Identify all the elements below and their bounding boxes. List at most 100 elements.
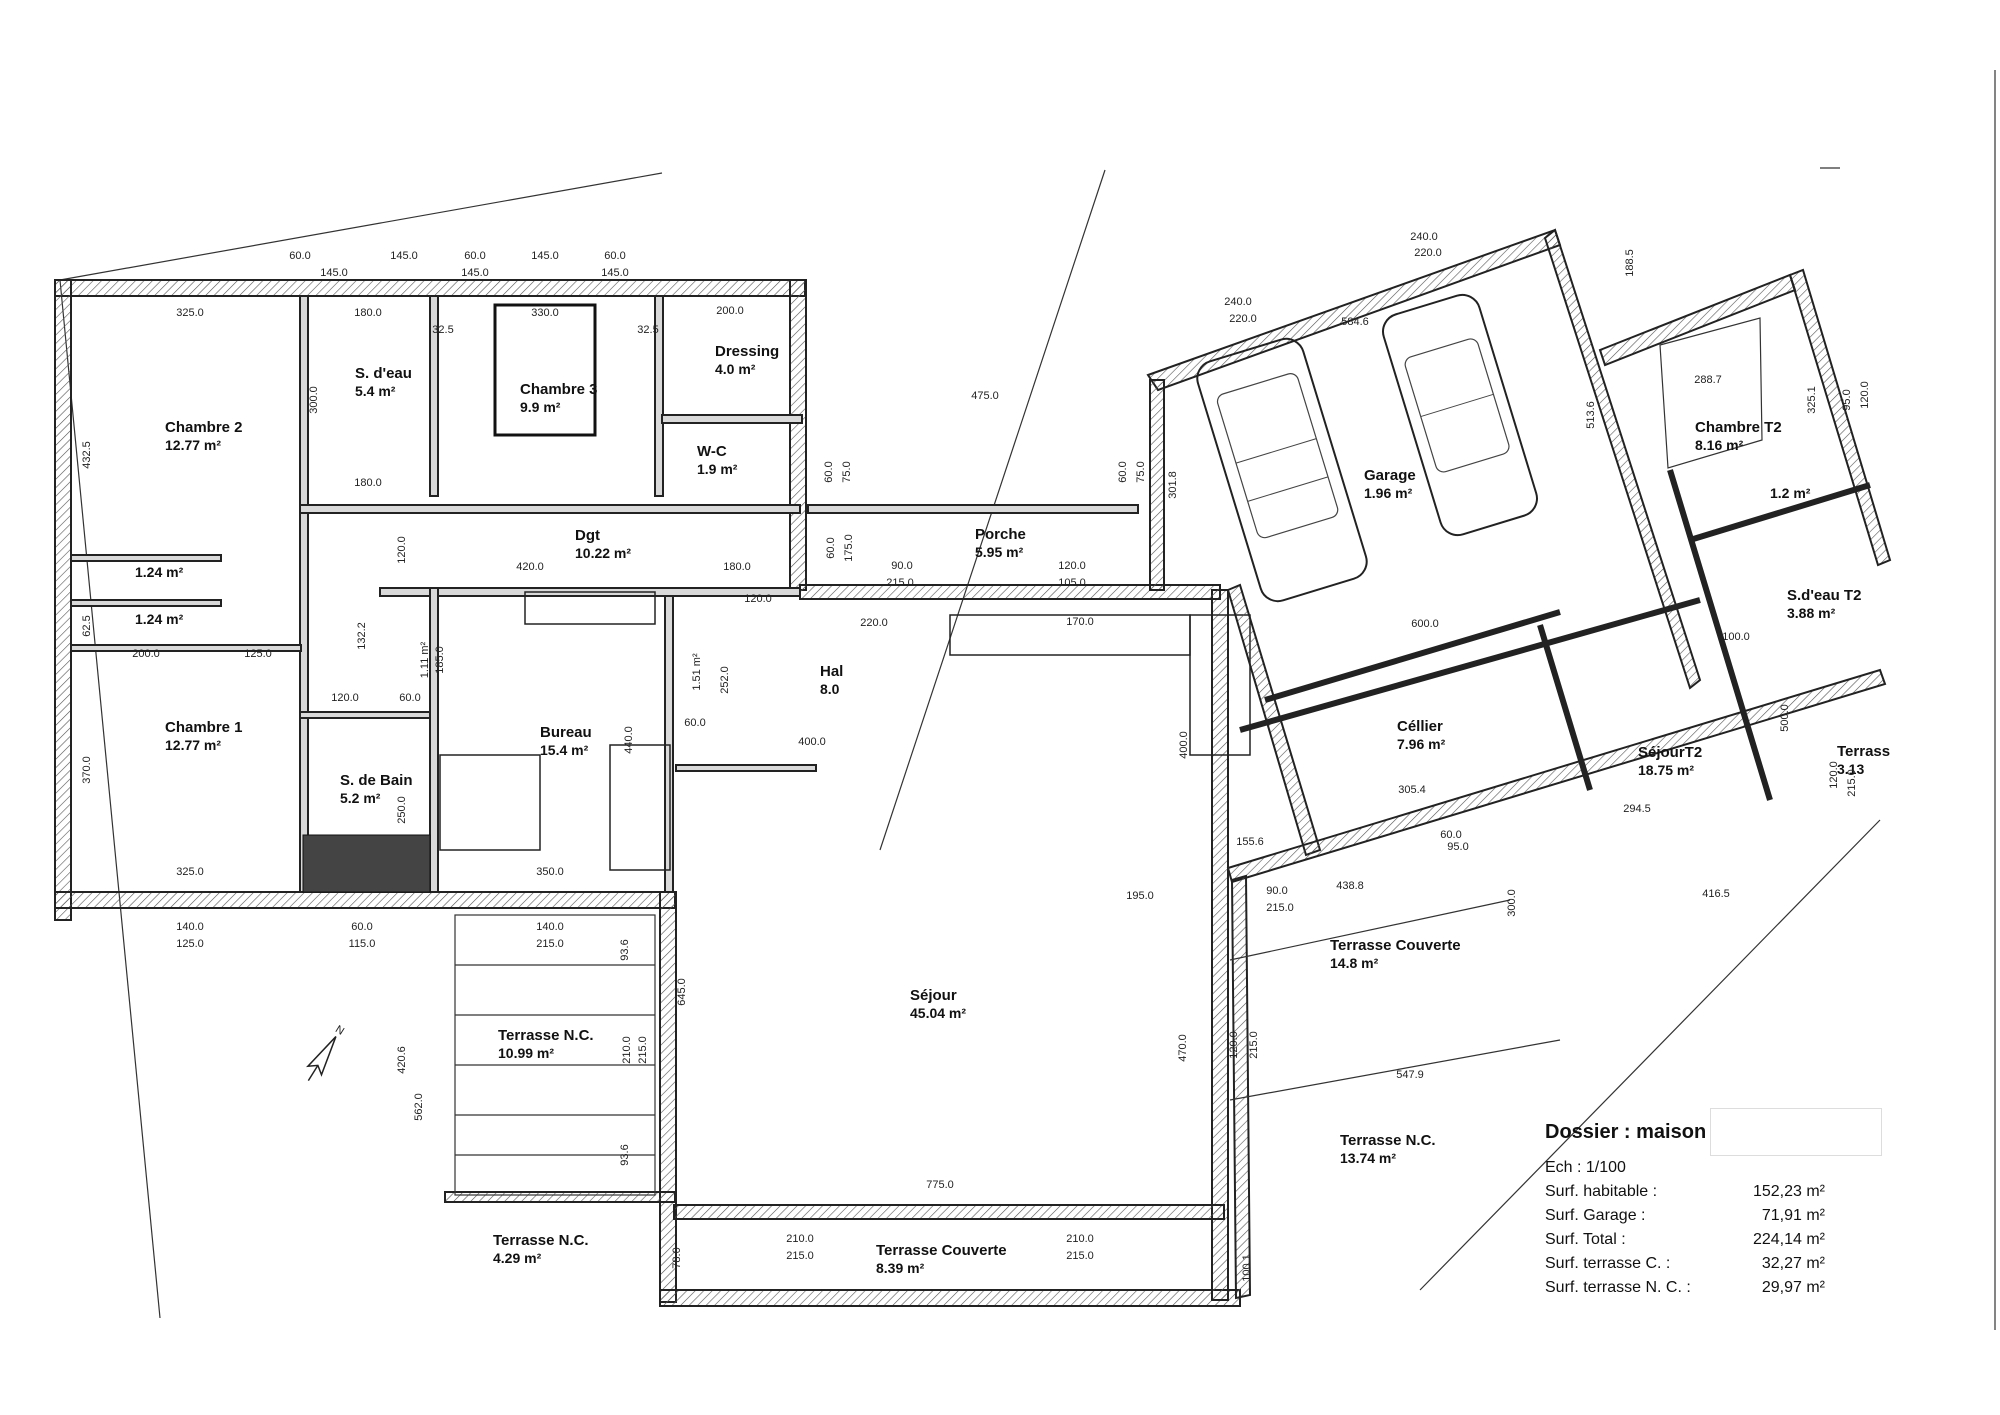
surface-key: Surf. terrasse N. C. : [1545,1279,1691,1296]
vertical-dimension-label: 370.0 [81,756,93,784]
dimension-label: 180.0 [354,307,382,319]
vertical-dimension-label: 75.0 [1135,461,1147,482]
dimension-label: 32.5 [432,324,453,336]
dimension-label: 210.0 [786,1233,814,1245]
room-name-chambre3: Chambre 3 [520,381,598,398]
bureau-desk [439,754,541,851]
room-area-chambre3: 9.9 m² [520,399,561,415]
dimension-label: 90.0 [891,560,912,572]
surface-row: Surf. habitable :152,23 m² [1545,1180,1885,1204]
dimension-label: 600.0 [1411,618,1439,630]
dimension-label: 416.5 [1702,888,1730,900]
room-area-dressing: 4.0 m² [715,361,756,377]
dimension-label: 60.0 [399,692,420,704]
vertical-dimension-label: 440.0 [623,726,635,754]
dimension-label: 305.4 [1398,784,1426,796]
surface-value: 152,23 m² [1752,1183,1825,1200]
vertical-dimension-label: 75.0 [841,461,853,482]
surface-key: Surf. terrasse C. : [1545,1255,1671,1272]
room-area-sdeau: 5.4 m² [355,383,396,399]
room-area-terrasse_nc1: 10.99 m² [498,1045,554,1061]
car-2 [1382,293,1538,537]
vertical-dimension-label: 400.0 [1178,731,1190,759]
dimension-label: 215.0 [1266,902,1294,914]
dimension-label: 195.0 [1126,890,1154,902]
scale-text: Ech : 1/100 [1545,1159,1626,1176]
dimension-label: 90.0 [1266,885,1287,897]
dimension-label: 330.0 [531,307,559,319]
dimension-label: 120.0 [744,593,772,605]
left-wing-walls [54,279,1241,1307]
dimension-label: 115.0 [349,938,376,950]
surface-value: 71,91 m² [1761,1207,1825,1224]
dimension-label: 95.0 [1447,841,1468,853]
vertical-dimension-label: 60.0 [1117,461,1129,482]
room-area-porche: 5.95 m² [975,544,1024,560]
surface-value: 32,27 m² [1761,1255,1825,1272]
car-1 [1196,337,1368,603]
vertical-dimension-label: 420.6 [396,1046,408,1074]
room-area-petit: 1.2 m² [1770,485,1811,501]
dimension-label: 210.0 [1066,1233,1094,1245]
dimension-label: 240.0 [1224,296,1252,308]
vertical-dimension-label: 513.6 [1585,401,1597,429]
bathtub-block [302,834,431,893]
room-name-terrasse_nc3: Terrasse N.C. [1340,1132,1436,1149]
room-name-wc: W-C [697,443,727,460]
room-name-dgt: Dgt [575,527,600,544]
dimension-label: 350.0 [536,866,564,878]
room-name-porche: Porche [975,526,1026,543]
dimension-label: 400.0 [798,736,826,748]
dimension-label: 105.0 [1058,577,1086,589]
surface-value: 29,97 m² [1761,1279,1825,1296]
dimension-label: 294.5 [1623,803,1651,815]
vertical-dimension-label: 432.5 [81,441,93,469]
dimension-label: 120.0 [1058,560,1086,572]
room-area-chambret2: 8.16 m² [1695,437,1744,453]
room-name-sdeaut2: S.d'eau T2 [1787,587,1861,604]
room-area-terrasse_nc2: 4.29 m² [493,1250,542,1266]
room-area-terrasse_couverte2: 14.8 m² [1330,955,1379,971]
dossier-title-text: Dossier : maison [1545,1120,1707,1143]
room-name-bureau: Bureau [540,724,592,741]
redacted-box [1710,1108,1883,1156]
dimension-label: 438.8 [1336,880,1364,892]
vertical-dimension-label: 60.0 [825,537,837,558]
dimension-label: 60.0 [1440,829,1461,841]
vertical-dimension-label: 185.0 [434,646,446,674]
vertical-dimension-label: 210.0 [621,1036,633,1064]
room-area-garage: 1.96 m² [1364,485,1413,501]
dimension-label: 140.0 [536,921,564,933]
pergola [454,914,656,1196]
dimension-label: 60.0 [604,250,625,262]
room-name-chambre2: Chambre 2 [165,419,243,436]
dimension-label: 170.0 [1066,616,1094,628]
dimension-label: 325.0 [176,307,204,319]
dimension-label: 200.0 [716,305,744,317]
room-name-sdeau: S. d'eau [355,365,412,382]
north-label: N [333,1023,346,1037]
dimension-label: 200.0 [132,648,160,660]
room-area-sejour: 45.04 m² [910,1005,966,1021]
dimension-label: 100.0 [1722,631,1750,643]
dimension-label: 775.0 [926,1179,954,1191]
room-name-sdebain: S. de Bain [340,772,413,789]
bureau-sofa [609,744,671,871]
room-area-bureau: 15.4 m² [540,742,589,758]
room-name-sejourt2: SéjourT2 [1638,744,1702,761]
dimension-label: 145.0 [320,267,348,279]
room-area-terrasse_nc3: 13.74 m² [1340,1150,1396,1166]
vertical-dimension-label: 300.0 [1506,889,1518,917]
dimension-label: 220.0 [860,617,888,629]
dimension-label: 240.0 [1410,231,1438,243]
room-area-chambre2: 12.77 m² [165,437,221,453]
room-area-dgt: 10.22 m² [575,545,631,561]
surface-row: Surf. Garage :71,91 m² [1545,1204,1885,1228]
dimension-label: 215.0 [886,577,914,589]
room-name-chambret2: Chambre T2 [1695,419,1782,436]
vertical-dimension-label: 300.0 [308,386,320,414]
vertical-dimension-label: 1.11 m² [419,641,431,678]
dimension-label: 155.6 [1236,836,1264,848]
vertical-dimension-label: 215.0 [1846,769,1858,797]
